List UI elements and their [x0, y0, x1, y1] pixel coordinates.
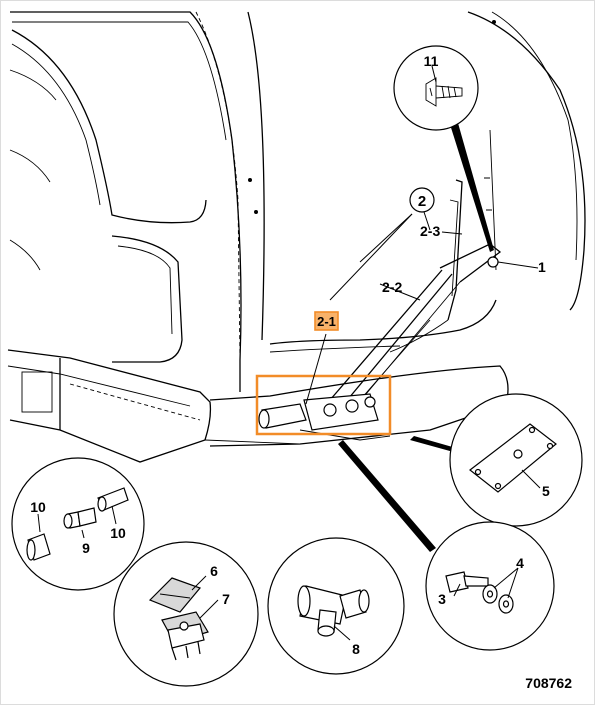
wiper-motor — [258, 393, 391, 441]
callout-10-right: 10 — [110, 525, 126, 541]
detail-circle-connector — [11, 457, 145, 591]
highlight-box — [255, 374, 392, 436]
detail-circle-switch — [113, 541, 259, 687]
diagram-id: 708762 — [525, 675, 572, 691]
callout-2-2: 2-2 — [382, 279, 402, 295]
callout-2-1-highlight — [314, 311, 339, 331]
detail-circle-tpiece — [267, 537, 405, 675]
detail-circle-screw — [393, 45, 479, 131]
callout-3: 3 — [438, 591, 446, 607]
callout-4: 4 — [516, 555, 524, 571]
callout-8: 8 — [352, 641, 360, 657]
callout-circle-2 — [409, 187, 435, 213]
vehicle-body — [7, 11, 586, 463]
callout-2-3: 2-3 — [420, 223, 440, 239]
callout-2-1: 2-1 — [317, 314, 336, 329]
callout-6: 6 — [210, 563, 218, 579]
callout-5: 5 — [542, 483, 550, 499]
wiper-arm-assembly — [329, 179, 502, 407]
callout-1: 1 — [538, 259, 546, 275]
callouts: 2 11 1 2-3 2-2 2-1 5 10 9 10 6 7 8 3 4 7… — [30, 53, 572, 691]
callout-9: 9 — [82, 540, 90, 556]
callout-11: 11 — [424, 53, 439, 69]
callout-7: 7 — [222, 591, 230, 607]
callout-2: 2 — [418, 193, 426, 210]
detail-circle-plate — [449, 393, 583, 527]
callout-10-left: 10 — [30, 499, 46, 515]
detail-circle-bolt — [425, 521, 555, 651]
